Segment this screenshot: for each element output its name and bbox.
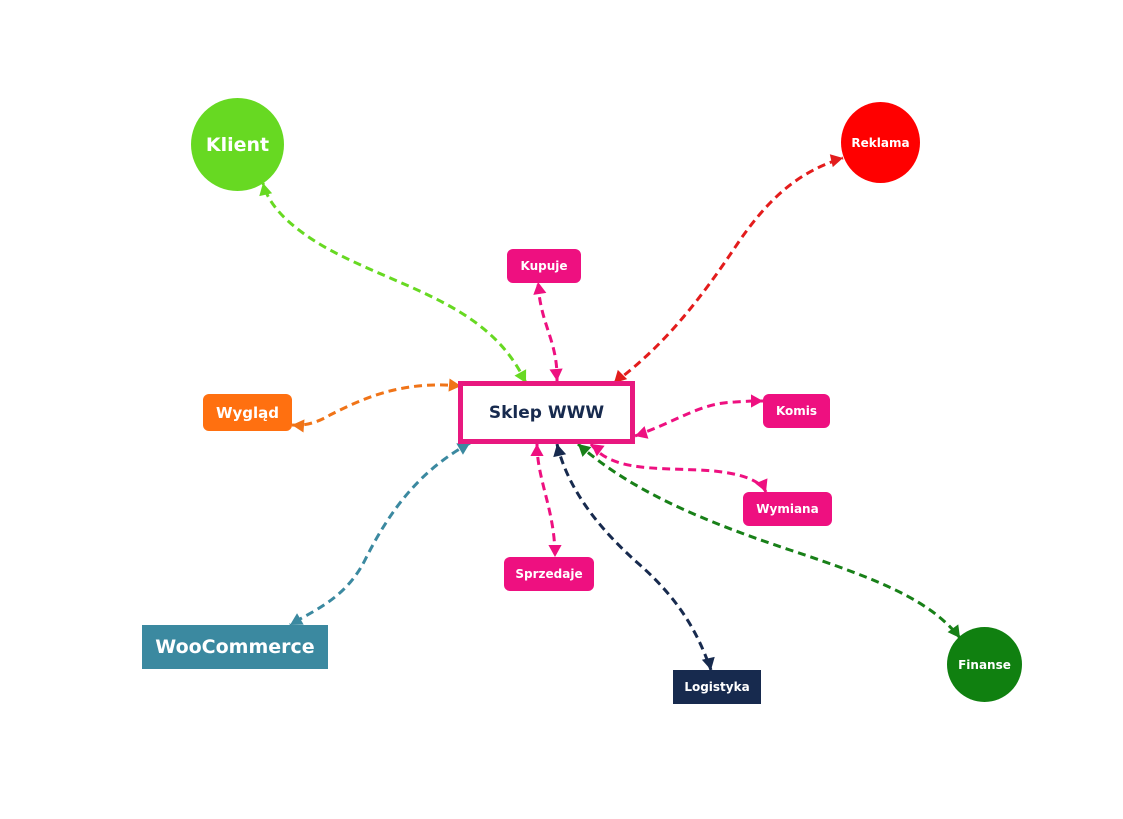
arrowhead-woocommerce: [290, 613, 304, 625]
arrowhead-komis: [751, 394, 763, 408]
edge-wymiana: [589, 443, 768, 493]
node-finanse-label: Finanse: [958, 657, 1011, 672]
arrowhead-center-reklama: [614, 369, 628, 383]
edge-line-wyglad: [291, 383, 462, 427]
arrowhead-logistyka: [701, 656, 715, 670]
arrowhead-center-wymiana: [591, 444, 605, 457]
node-logistyka[interactable]: Logistyka: [673, 670, 761, 704]
arrowhead-center-finanse: [578, 444, 592, 457]
arrowhead-finanse: [947, 624, 960, 638]
node-sprzedaje[interactable]: Sprzedaje: [504, 557, 594, 591]
edge-line-sprzedaje: [535, 443, 557, 558]
node-finanse[interactable]: Finanse: [947, 627, 1022, 702]
edge-kupuje: [533, 281, 563, 382]
edge-line-reklama: [613, 156, 844, 385]
node-sklep-www[interactable]: Sklep WWW: [458, 381, 635, 444]
edge-line-kupuje: [536, 281, 559, 382]
node-reklama[interactable]: Reklama: [841, 102, 920, 183]
node-reklama-label: Reklama: [851, 135, 910, 150]
edge-line-wymiana: [589, 443, 768, 493]
node-logistyka-label: Logistyka: [684, 680, 750, 694]
edge-line-woocommerce: [289, 441, 471, 627]
node-kupuje[interactable]: Kupuje: [507, 249, 581, 283]
arrowhead-center-woocommerce: [456, 443, 470, 455]
arrowhead-center-logistyka: [553, 444, 567, 458]
edge-line-logistyka: [555, 443, 713, 671]
arrowhead-center-sprzedaje: [530, 444, 544, 456]
edge-finanse: [577, 442, 962, 639]
arrowhead-kupuje: [533, 282, 547, 295]
edge-wyglad: [291, 378, 462, 433]
arrowhead-center-wyglad: [448, 378, 461, 392]
node-wymiana[interactable]: Wymiana: [743, 492, 832, 526]
node-klient-label: Klient: [205, 133, 270, 156]
arrowhead-center-kupuje: [549, 368, 563, 381]
node-woocommerce[interactable]: WooCommerce: [142, 625, 328, 669]
node-komis-label: Komis: [775, 404, 818, 418]
node-sprzedaje-label: Sprzedaje: [515, 567, 583, 581]
arrowhead-center-komis: [635, 426, 649, 439]
node-wyglad[interactable]: Wygląd: [203, 394, 292, 431]
node-wyglad-label: Wygląd: [215, 403, 280, 422]
edge-woocommerce: [289, 441, 471, 627]
arrowhead-sprzedaje: [548, 545, 562, 557]
arrowhead-wyglad: [292, 419, 305, 433]
edge-logistyka: [553, 443, 715, 671]
edge-sprzedaje: [530, 443, 562, 558]
arrowhead-reklama: [829, 154, 843, 168]
edge-line-klient: [261, 182, 528, 384]
node-kupuje-label: Kupuje: [520, 259, 568, 273]
node-komis[interactable]: Komis: [763, 394, 830, 428]
arrowhead-center-klient: [514, 369, 527, 383]
edge-komis: [634, 394, 764, 439]
arrowhead-wymiana: [755, 478, 768, 492]
edge-klient: [259, 182, 528, 384]
node-wymiana-label: Wymiana: [756, 502, 819, 516]
edge-reklama: [613, 154, 844, 385]
node-klient[interactable]: Klient: [191, 98, 284, 191]
edge-line-finanse: [577, 442, 962, 639]
node-woocommerce-label: WooCommerce: [155, 636, 315, 658]
node-sklep-www-label: Sklep WWW: [488, 402, 605, 423]
arrowhead-klient: [259, 183, 273, 197]
edge-line-komis: [634, 399, 764, 438]
